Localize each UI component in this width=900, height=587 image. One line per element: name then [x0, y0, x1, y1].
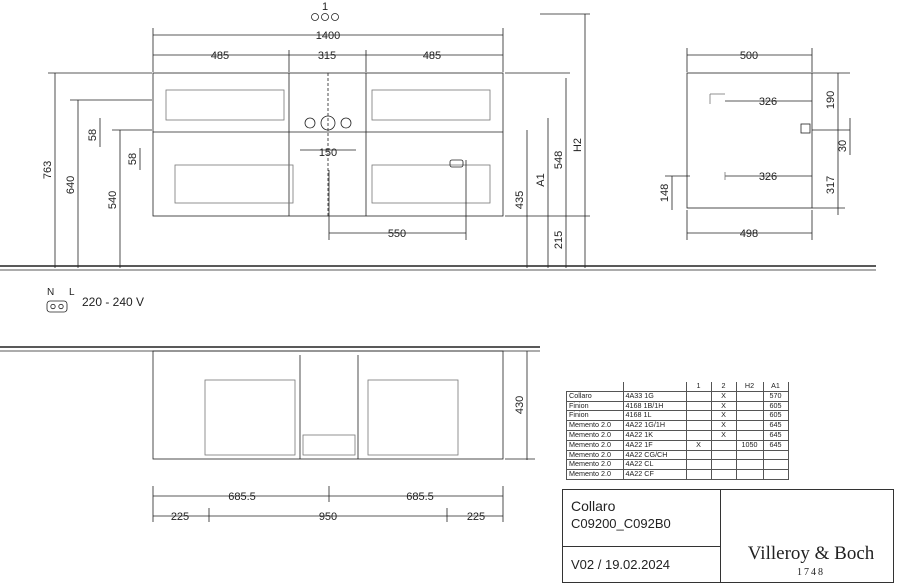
variant-cell: 645 — [762, 439, 789, 451]
variant-cell — [735, 459, 764, 471]
variant-cell: 645 — [762, 420, 789, 431]
brand-year: 1748 — [797, 567, 825, 578]
header-col-1: 1 — [685, 381, 712, 392]
header-col-a1: A1 — [762, 381, 789, 392]
variant-cell: 4A33 1G — [622, 390, 687, 402]
dim-top-width-center: 315 — [318, 50, 336, 62]
variant-cell — [685, 420, 712, 431]
version-date: V02 / 19.02.2024 — [571, 557, 671, 572]
dim-plan-upper-right: 685.5 — [406, 491, 434, 503]
dim-side-30: 30 — [837, 140, 849, 152]
dim-top-width-left: 485 — [211, 50, 229, 62]
dim-side-148: 148 — [659, 184, 671, 202]
dim-overall-width: 1400 — [316, 30, 340, 42]
dim-label-h2: H2 — [572, 138, 584, 152]
dim-height-215: 215 — [553, 231, 565, 249]
dim-height-763: 763 — [42, 161, 54, 179]
side-cabinet-outline — [686, 72, 813, 209]
dim-top-width-right: 485 — [423, 50, 441, 62]
variant-cell — [685, 390, 712, 402]
variant-cell: 4A22 1G/1H — [622, 420, 687, 431]
dim-height-435: 435 — [514, 191, 526, 209]
variant-cell: X — [710, 429, 737, 441]
dim-label-a1: A1 — [535, 173, 547, 186]
variant-cell: X — [710, 390, 737, 402]
variant-cell: X — [685, 439, 712, 451]
variant-cell: 4A22 CF — [622, 469, 687, 480]
variant-cell — [762, 469, 789, 480]
variant-cell: Memento 2.0 — [566, 429, 624, 441]
product-codes: C09200_C092B0 — [571, 516, 671, 531]
variant-cell — [685, 449, 712, 461]
variant-cell: 4A22 1K — [622, 429, 687, 441]
variant-cell: 645 — [762, 429, 789, 441]
variant-cell: Collaro — [566, 390, 624, 402]
dim-plan-lower-right: 225 — [467, 511, 485, 523]
variant-cell: X — [710, 420, 737, 431]
title-block: Collaro C09200_C092B0 V02 / 19.02.2024 V… — [562, 489, 894, 583]
variant-cell: 1050 — [735, 439, 764, 451]
dim-height-540: 540 — [107, 191, 119, 209]
dim-drawer-offset-upper: 58 — [87, 129, 99, 141]
variant-cell — [710, 449, 737, 461]
variant-cell — [735, 469, 764, 480]
variant-cell — [710, 459, 737, 471]
variant-cell — [685, 410, 712, 422]
variant-cell — [685, 400, 712, 412]
plan-cabinet-outline — [152, 350, 504, 460]
variant-cell — [710, 469, 737, 480]
header-col-h2: H2 — [735, 381, 764, 392]
power-terminals-label: N L — [47, 287, 81, 298]
dim-plan-lower-center: 950 — [319, 511, 337, 523]
variant-cell — [710, 439, 737, 451]
dim-plan-upper-left: 685.5 — [228, 491, 256, 503]
dim-height-548: 548 — [553, 151, 565, 169]
variant-cell — [762, 459, 789, 471]
variant-cell — [735, 390, 764, 402]
dim-side-317: 317 — [825, 176, 837, 194]
dim-height-640: 640 — [65, 176, 77, 194]
variant-cell — [735, 429, 764, 441]
brand-name: Villeroy & Boch — [747, 543, 875, 564]
variant-cell — [735, 400, 764, 412]
dim-side-bottom-depth: 498 — [740, 228, 758, 240]
product-name: Collaro — [571, 498, 616, 514]
dim-side-190: 190 — [825, 91, 837, 109]
header-col-model — [566, 382, 624, 392]
variant-cell: Memento 2.0 — [566, 469, 624, 480]
variant-cell: Memento 2.0 — [566, 420, 624, 431]
dim-side-top-depth: 500 — [740, 50, 758, 62]
variant-table-header: 1 2 H2 A1 — [566, 381, 789, 392]
variant-cell — [685, 429, 712, 441]
variant-cell: 4A22 1F — [622, 439, 687, 451]
header-col-2: 2 — [710, 381, 737, 392]
dim-side-inner-width-bottom: 326 — [759, 171, 777, 183]
variant-cell: Memento 2.0 — [566, 439, 624, 451]
variant-cell — [735, 420, 764, 431]
variant-cell — [735, 410, 764, 422]
variant-cell — [762, 449, 789, 461]
power-voltage: 220 - 240 V — [82, 295, 145, 309]
variant-cell: 570 — [762, 390, 789, 402]
dim-lower-width: 550 — [388, 228, 406, 240]
position-marker-label: 1 — [322, 1, 328, 13]
header-col-code — [622, 382, 687, 392]
variant-cell — [685, 459, 712, 471]
variant-cell — [685, 469, 712, 480]
dim-center-width: 150 — [319, 147, 337, 159]
variant-cell — [735, 449, 764, 461]
dim-plan-depth: 430 — [514, 396, 526, 414]
dim-plan-lower-left: 225 — [171, 511, 189, 523]
dim-drawer-offset-lower: 58 — [127, 153, 139, 165]
dim-side-inner-width-top: 326 — [759, 96, 777, 108]
